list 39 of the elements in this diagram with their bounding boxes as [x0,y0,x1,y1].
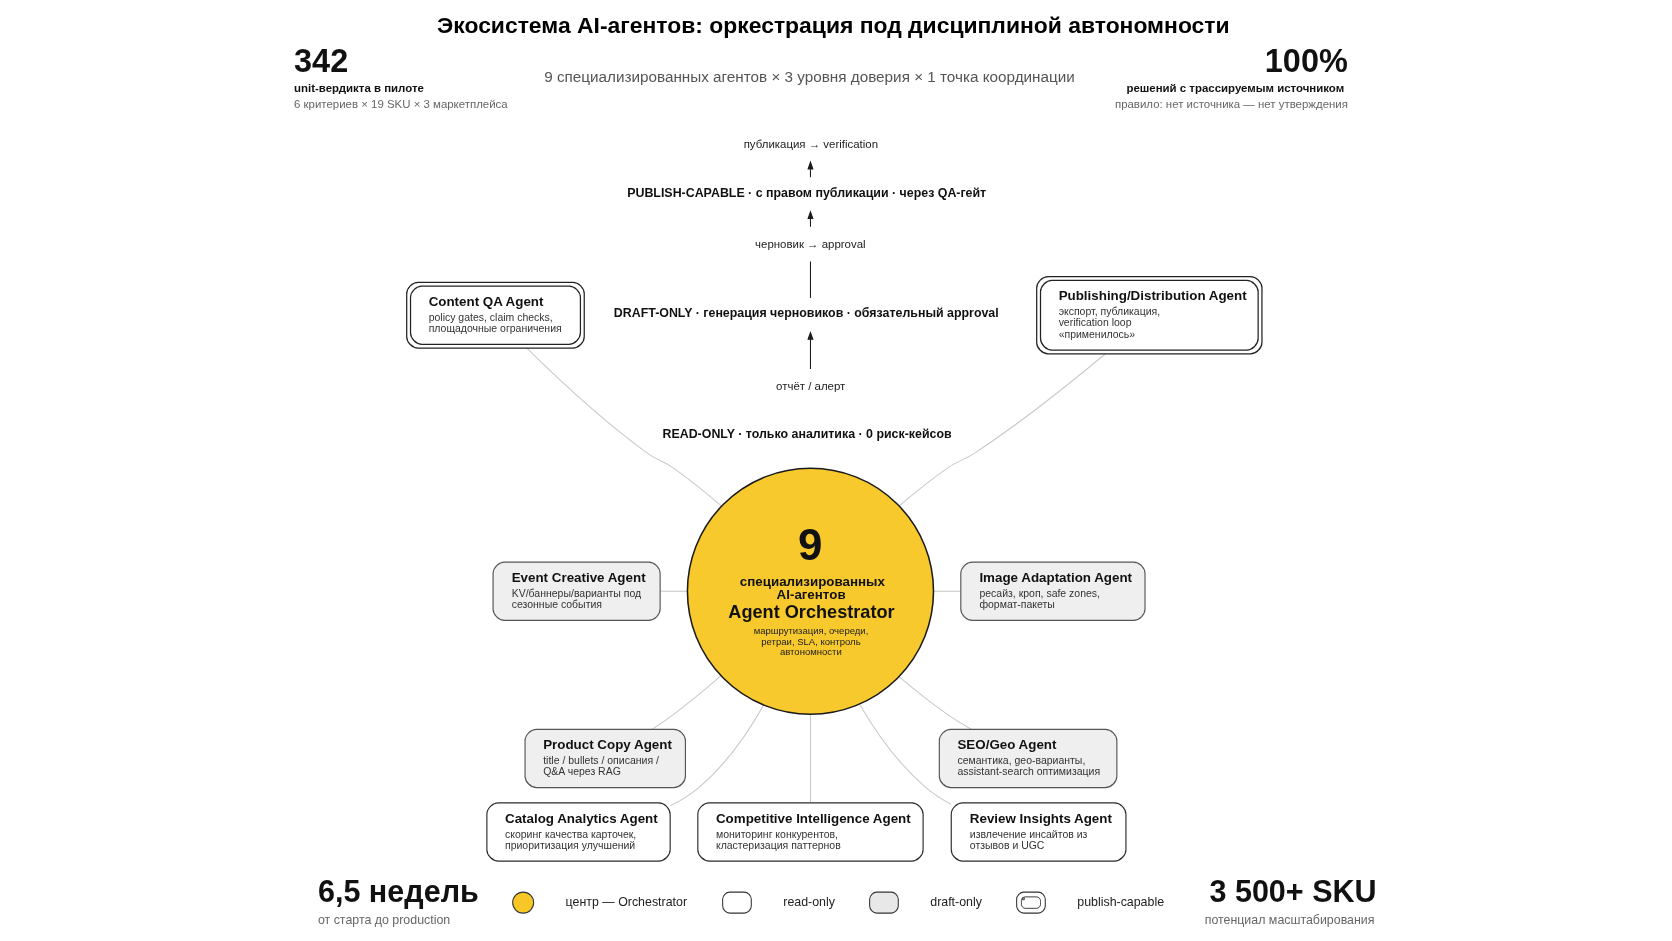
connector [858,703,952,805]
connector [669,704,765,807]
label: unit-вердикта в пилоте [294,82,424,95]
label: 3 500+ SKU [1209,874,1377,909]
arrow [807,210,814,228]
connector [933,590,962,592]
legend-label: центр — Orchestrator [565,894,688,909]
node-box: Event Creative Agent KV/баннеры/варианты под сезонные события [492,561,661,621]
arrow [807,330,814,370]
node-box: SEO/Geo Agent семантика, geo-варианты, assistant-search оптимизация [938,728,1118,789]
label: 100% [1264,42,1348,79]
node-box: Review Insights Agent извлечение инсайтов из отзывов и UGC [950,802,1127,862]
node-text: READ-ONLY · только аналитика · 0 риск-кейсов [662,427,952,442]
node-text: DRAFT-ONLY · генерация черновиков · обязательный approval [613,306,999,321]
node-text: PUBLISH-CAPABLE · с правом публикации · через QA-гейт [627,185,987,200]
label: 6 критериев × 19 SKU × 3 маркетплейса [294,97,508,110]
node-box: Product Copy Agent title / bullets / описания / Q&A через RAG [524,728,686,789]
node-circle: 9 специализированных AI-агентов Agent Orchestrator маршрутизация, очереди, ретраи, SLA, контроль автономности [686,467,935,716]
node-box: Competitive Intelligence Agent мониторинг конкурентов, кластеризация паттернов [697,802,924,862]
label: 9 специализированных агентов × 3 уровня доверия × 1 точка координации [544,68,1075,86]
legend-label: draft-only [930,894,982,909]
connector [526,347,723,507]
connector [898,353,1106,507]
connector [659,590,688,592]
node-box: Catalog Analytics Agent скоринг качества карточек, приоритизация улучшений [486,802,671,862]
node-text: черновик → approval [755,237,866,250]
label: потенциал масштабирования [1204,912,1375,927]
label: 6,5 недель [317,874,479,909]
label: правило: нет источника — нет утверждения [1114,97,1348,110]
node-text: публикация → verification [743,138,879,151]
legend-label: read-only [783,894,835,909]
connector [809,260,811,299]
node-text: отчёт / алерт [776,379,846,392]
legend-label: publish-capable [1077,894,1165,909]
diagram-title: Экосистема AI-агентов: оркестрация под дисциплиной автономности [437,12,1230,39]
label: от старта до production [317,912,451,927]
node-box: Image Adaptation Agent ресайз, кроп, safe zones, формат-пакеты [960,561,1146,621]
label: решений с трассируемым источником [1126,82,1345,95]
label: 342 [294,42,349,79]
